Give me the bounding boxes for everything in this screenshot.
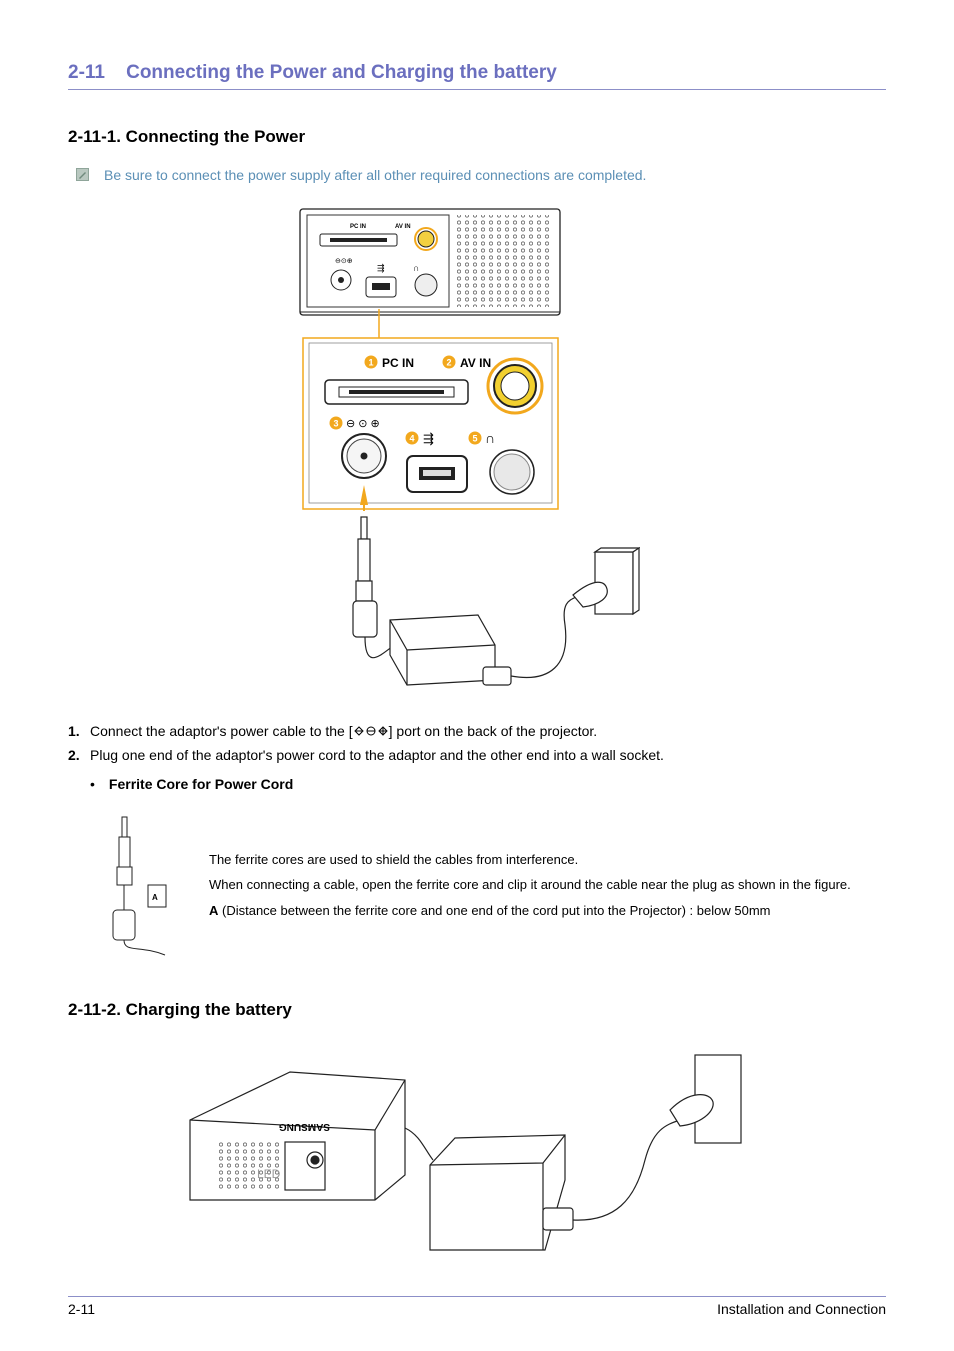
- adaptor-and-cable: [352, 516, 640, 686]
- charging-figure: SAMSUNG LED: [189, 1054, 742, 1251]
- brand-logo: SAMSUNG: [279, 1121, 330, 1132]
- footer-page-number: 2-11: [68, 1301, 95, 1317]
- led-mark: LED: [257, 1167, 281, 1181]
- svg-text:1: 1: [368, 358, 373, 368]
- port-pc-in-label: PC IN: [382, 356, 414, 370]
- small-pc-in-label: PC IN: [350, 224, 366, 230]
- section-rule: [68, 89, 886, 90]
- svg-text:⇶: ⇶: [377, 263, 385, 273]
- svg-text:⇶: ⇶: [423, 431, 434, 446]
- enlarged-port-panel: 1 PC IN 2 AV IN 3 ⊖ ⊙ ⊕ 4 ⇶ 5 ∩: [302, 337, 559, 511]
- ferrite-core-figure: A: [112, 816, 167, 956]
- section-title: 2-11 Connecting the Power and Charging t…: [68, 62, 557, 83]
- footer-rule: [68, 1296, 886, 1297]
- bullet-ferrite: •Ferrite Core for Power Cord: [90, 776, 294, 792]
- ferrite-line-1: The ferrite cores are used to shield the…: [209, 852, 579, 867]
- step-2: 2.Plug one end of the adaptor's power co…: [68, 747, 664, 763]
- small-av-in-label: AV IN: [395, 224, 411, 230]
- dc-port-icon: [353, 726, 388, 736]
- subsection-title-power: 2-11-1. Connecting the Power: [68, 127, 306, 146]
- note-icon: [76, 168, 89, 181]
- footer-chapter: Installation and Connection: [717, 1301, 886, 1317]
- step-1: 1.Connect the adaptor's power cable to t…: [68, 723, 598, 739]
- svg-text:∩: ∩: [485, 430, 495, 446]
- subsection-title-battery: 2-11-2. Charging the battery: [68, 1000, 292, 1019]
- svg-text:2: 2: [446, 358, 451, 368]
- projector-back-panel: PC IN AV IN ⊖⊙⊕ ⇶ ∩: [299, 208, 561, 316]
- svg-text:3: 3: [333, 419, 338, 429]
- power-connection-figure: PC IN AV IN ⊖⊙⊕ ⇶ ∩ 1 PC IN 2 AV IN 3 ⊖ …: [299, 208, 640, 686]
- svg-text:5: 5: [472, 434, 477, 444]
- ferrite-label-a: A: [152, 893, 158, 902]
- svg-text:⊖ ⊙ ⊕: ⊖ ⊙ ⊕: [346, 418, 380, 430]
- charger-and-plug: [404, 1054, 742, 1251]
- projector-body: [189, 1071, 406, 1201]
- svg-text:4: 4: [409, 434, 414, 444]
- ferrite-line-3: A (Distance between the ferrite core and…: [209, 903, 771, 918]
- svg-text:∩: ∩: [413, 263, 419, 273]
- svg-text:⊖⊙⊕: ⊖⊙⊕: [335, 258, 353, 265]
- ferrite-line-2: When connecting a cable, open the ferrit…: [209, 877, 851, 892]
- note-text: Be sure to connect the power supply afte…: [104, 167, 647, 183]
- port-av-in-label: AV IN: [460, 356, 491, 370]
